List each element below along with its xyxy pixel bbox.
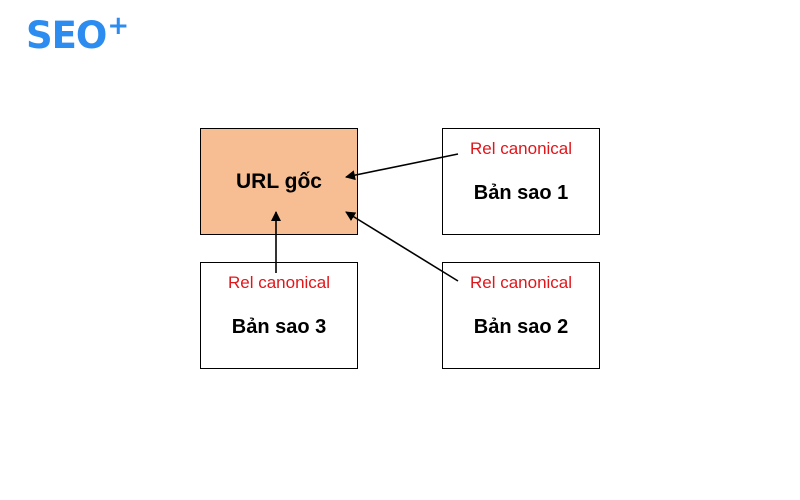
logo-plus-icon: + — [107, 11, 130, 41]
copy-1-box: Rel canonical Bản sao 1 — [442, 128, 600, 235]
copy-3-rel-canonical-label: Rel canonical — [227, 273, 331, 292]
original-url-box: URL gốc — [200, 128, 358, 235]
copy-2-label: Bản sao 2 — [473, 316, 569, 338]
copy-2-box: Rel canonical Bản sao 2 — [442, 262, 600, 369]
logo-text: SEO — [26, 14, 107, 57]
seo-plus-logo: SEO + — [26, 11, 130, 58]
copy-3-box: Rel canonical Bản sao 3 — [200, 262, 358, 369]
copy-3-label: Bản sao 3 — [231, 316, 327, 338]
copy-1-rel-canonical-label: Rel canonical — [469, 139, 573, 158]
copy-1-label: Bản sao 1 — [473, 182, 569, 204]
original-url-label: URL gốc — [236, 169, 322, 193]
copy-2-rel-canonical-label: Rel canonical — [469, 273, 573, 292]
